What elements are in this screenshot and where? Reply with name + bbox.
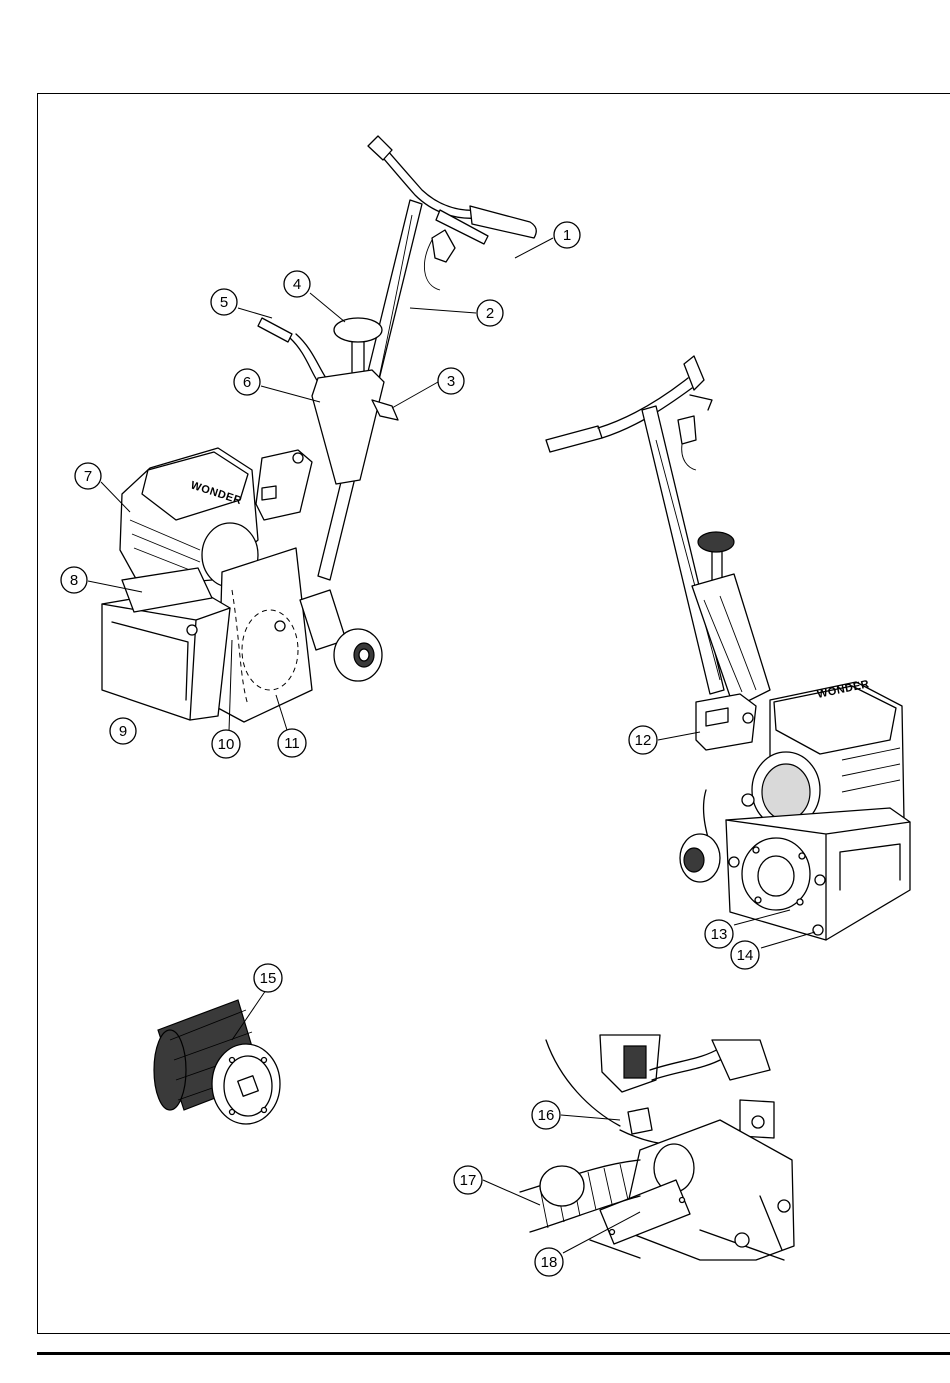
adjust-lever-grip [258, 318, 292, 342]
handle-grip-right-2 [684, 356, 704, 390]
callout-3: 3 [438, 368, 464, 394]
callout-label: 12 [635, 732, 652, 749]
callout-2: 2 [477, 300, 503, 326]
callout-label: 18 [541, 1254, 558, 1271]
callout-11: 11 [278, 729, 306, 757]
callout-1: 1 [554, 222, 580, 248]
callout-label: 14 [737, 947, 754, 964]
dust-port-detail [520, 1035, 794, 1260]
callout-7: 7 [75, 463, 101, 489]
callout-label: 9 [119, 723, 127, 740]
callout-label: 3 [447, 373, 455, 390]
mast-bracket [312, 370, 384, 484]
handlebar-tube [372, 145, 478, 218]
machine-rear-view: WONDER [546, 356, 910, 940]
height-knob [334, 318, 382, 342]
callout-6: 6 [234, 369, 260, 395]
machine-front-view: WONDER [102, 136, 536, 722]
callout-label: 17 [460, 1172, 477, 1189]
switch-box [432, 230, 455, 262]
callout-label: 11 [284, 735, 300, 752]
cutter-drum [154, 1000, 280, 1124]
callout-12: 12 [629, 726, 657, 754]
handle-grip-left-2 [546, 426, 602, 452]
drain-plug [813, 925, 823, 935]
callout-label: 7 [84, 468, 92, 485]
switch-box-2 [678, 416, 696, 444]
callout-13: 13 [705, 920, 733, 948]
callout-label: 5 [220, 294, 228, 311]
callout-label: 8 [70, 572, 78, 589]
callout-label: 15 [260, 970, 277, 987]
callout-label: 6 [243, 374, 251, 391]
callout-18: 18 [535, 1248, 563, 1276]
callout-4: 4 [284, 271, 310, 297]
callout-label: 13 [711, 926, 728, 943]
callout-14: 14 [731, 941, 759, 969]
belt-guard [218, 548, 312, 722]
callout-16: 16 [532, 1101, 560, 1129]
handle-grip-left [368, 136, 392, 160]
callout-17: 17 [454, 1166, 482, 1194]
callout-label: 10 [218, 736, 235, 753]
callout-label: 2 [486, 305, 494, 322]
callout-8: 8 [61, 567, 87, 593]
callout-label: 4 [293, 276, 301, 293]
callout-10: 10 [212, 730, 240, 758]
hose-clamp [628, 1108, 652, 1134]
electrical-box [256, 450, 312, 520]
height-knob-2 [698, 532, 734, 552]
callout-5: 5 [211, 289, 237, 315]
callout-badges: 1 2 3 4 5 6 7 8 9 10 11 12 13 14 15 16 1… [61, 222, 759, 1276]
callout-label: 16 [538, 1107, 555, 1124]
callout-9: 9 [110, 718, 136, 744]
callout-label: 1 [563, 227, 571, 244]
callout-15: 15 [254, 964, 282, 992]
